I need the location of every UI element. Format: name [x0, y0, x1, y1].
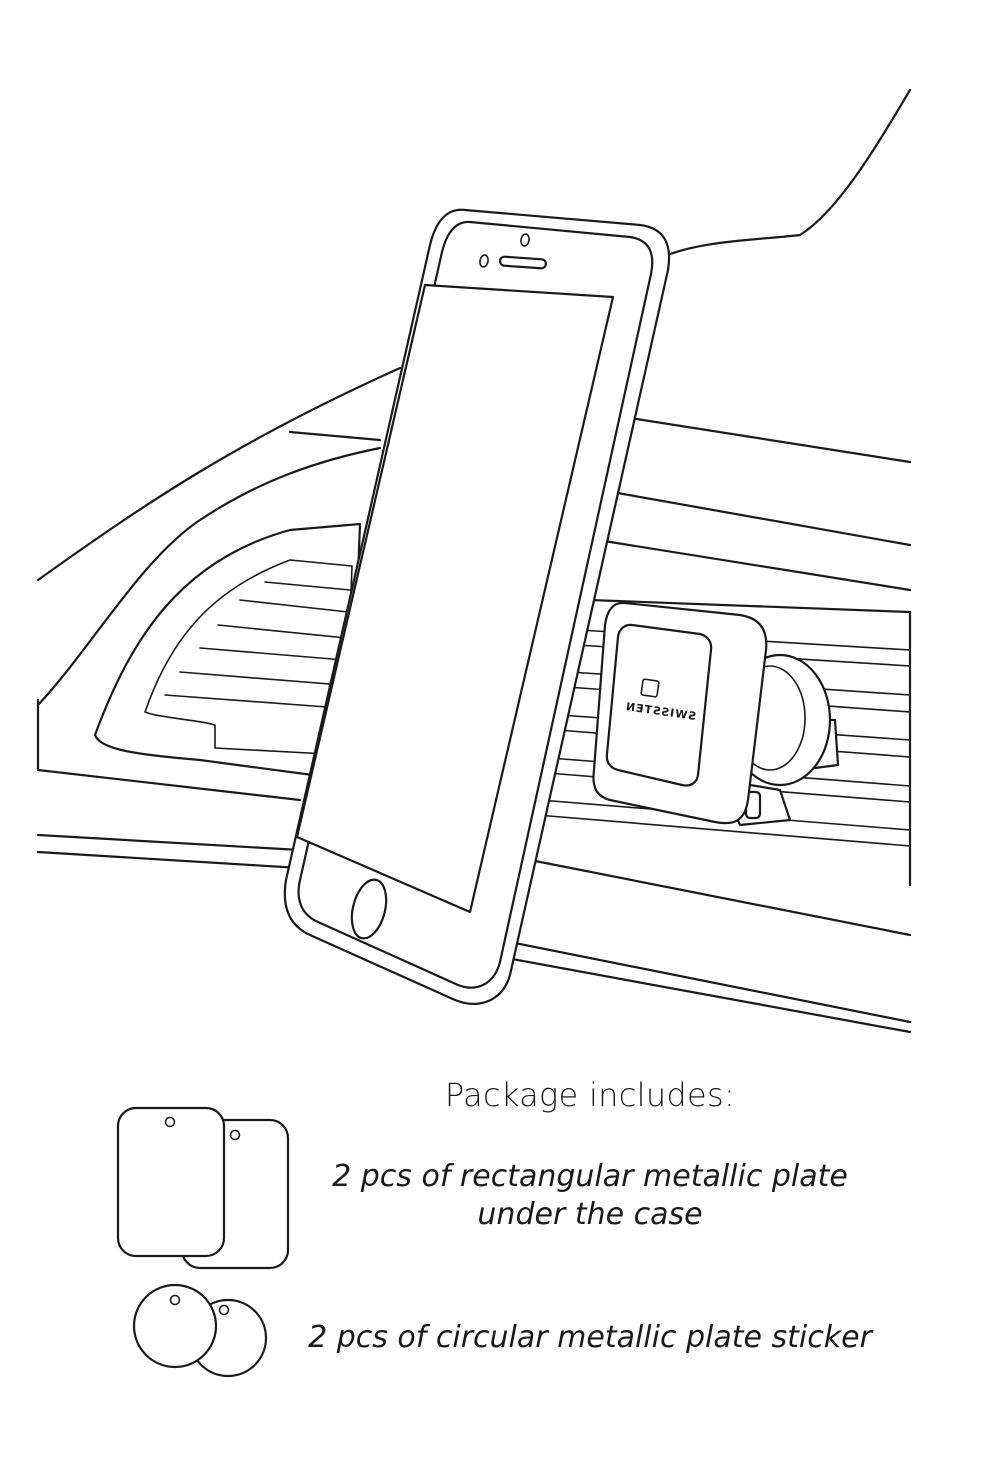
phone-home-button: [350, 878, 388, 940]
phone-case-inner: [297, 220, 654, 989]
dash-lower-line-6: [36, 698, 302, 802]
phone-camera: [479, 254, 489, 268]
windshield-line: [658, 88, 912, 260]
phone-screen: [295, 283, 615, 914]
smartphone: [283, 208, 671, 1005]
left-vent-inner: [144, 559, 353, 756]
package-includes-title: Package includes:: [444, 1076, 736, 1114]
rectangular-plate-description: 2 pcs of rectangular metallic plate unde…: [300, 1158, 880, 1234]
dashboard-top-curve: [36, 366, 402, 582]
rectangular-plates-icon: [116, 1106, 290, 1270]
dash-lower-line-4: [498, 938, 912, 1024]
dash-line-4: [596, 538, 912, 592]
dash-lower-line-5: [488, 953, 912, 1034]
dashboard-second-curve: [36, 446, 382, 707]
rectangular-plate-line-2: under the case: [477, 1197, 703, 1232]
rectangular-plate-line-1: 2 pcs of rectangular metallic plate: [332, 1159, 848, 1194]
left-vent-housing: [93, 522, 362, 782]
dash-lower-line-1: [36, 833, 302, 852]
dash-lower-line-3: [518, 856, 912, 937]
phone-sensor: [520, 233, 530, 247]
dash-lower-line-2: [36, 850, 302, 870]
circular-plates-icon: [132, 1283, 268, 1378]
magnetic-mount: SWISSTEN: [592, 601, 840, 827]
dash-line-3: [610, 490, 912, 547]
circular-plate-description: 2 pcs of circular metallic plate sticker: [308, 1320, 872, 1355]
dash-line-2: [288, 430, 382, 442]
dash-line-1: [628, 416, 912, 464]
phone-speaker: [498, 255, 548, 270]
vent-frame-right: [588, 598, 912, 887]
left-vent-slats: [164, 581, 351, 709]
